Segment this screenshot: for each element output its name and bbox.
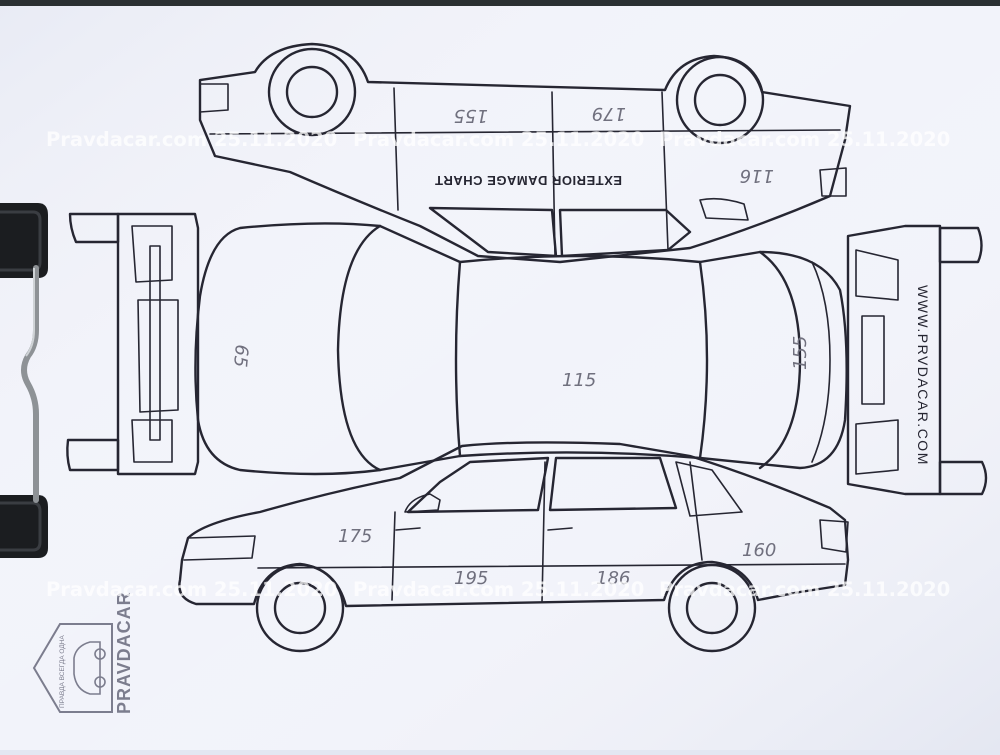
watermark-text: Pravdacar.com 25.11.2020 [659,128,950,151]
reading-rear-door: 186 [596,568,630,589]
watermark-text: Pravdacar.com 25.11.2020 [46,578,337,601]
watermark-row-top: Pravdacar.com 25.11.2020 Pravdacar.com 2… [46,128,950,151]
watermark-row-bottom: Pravdacar.com 25.11.2020 Pravdacar.com 2… [46,578,950,601]
front-view [66,212,200,476]
stamp-brand: PRAVDACAR [114,591,134,714]
reading-front-fender: 175 [338,526,372,547]
chart-title: EXTERIOR DAMAGE CHART [435,173,622,188]
watermark-text: Pravdacar.com 25.11.2020 [353,578,644,601]
reading-roof: 115 [562,370,596,391]
watermark-text: Pravdacar.com 25.11.2020 [353,128,644,151]
top-view [194,222,848,476]
side-view-right [178,441,850,653]
side-view-left [198,42,852,264]
reading-hood: 65 [229,344,252,369]
rear-view [846,224,988,496]
reading-left-door-front: 155 [454,105,488,126]
reading-left-door-rear: 179 [592,103,626,124]
clipboard-clip [0,203,48,558]
paint-readings: 65 115 155 175 195 186 160 155 179 116 [229,103,811,589]
stamp-slogan: ПРАВДА ВСЕГДА ОДНА [59,635,66,708]
watermark-text: Pravdacar.com 25.11.2020 [659,578,950,601]
reading-left-rear-quarter: 116 [740,165,774,186]
reading-front-door: 195 [454,568,488,589]
website-text: WWW.PRVDACAR.COM [915,285,931,466]
reading-trunk: 155 [790,336,811,370]
watermark-text: Pravdacar.com 25.11.2020 [46,128,337,151]
reading-rear-quarter: 160 [742,540,776,561]
pravdacar-stamp: ПРАВДА ВСЕГДА ОДНА PRAVDACAR [32,591,134,714]
